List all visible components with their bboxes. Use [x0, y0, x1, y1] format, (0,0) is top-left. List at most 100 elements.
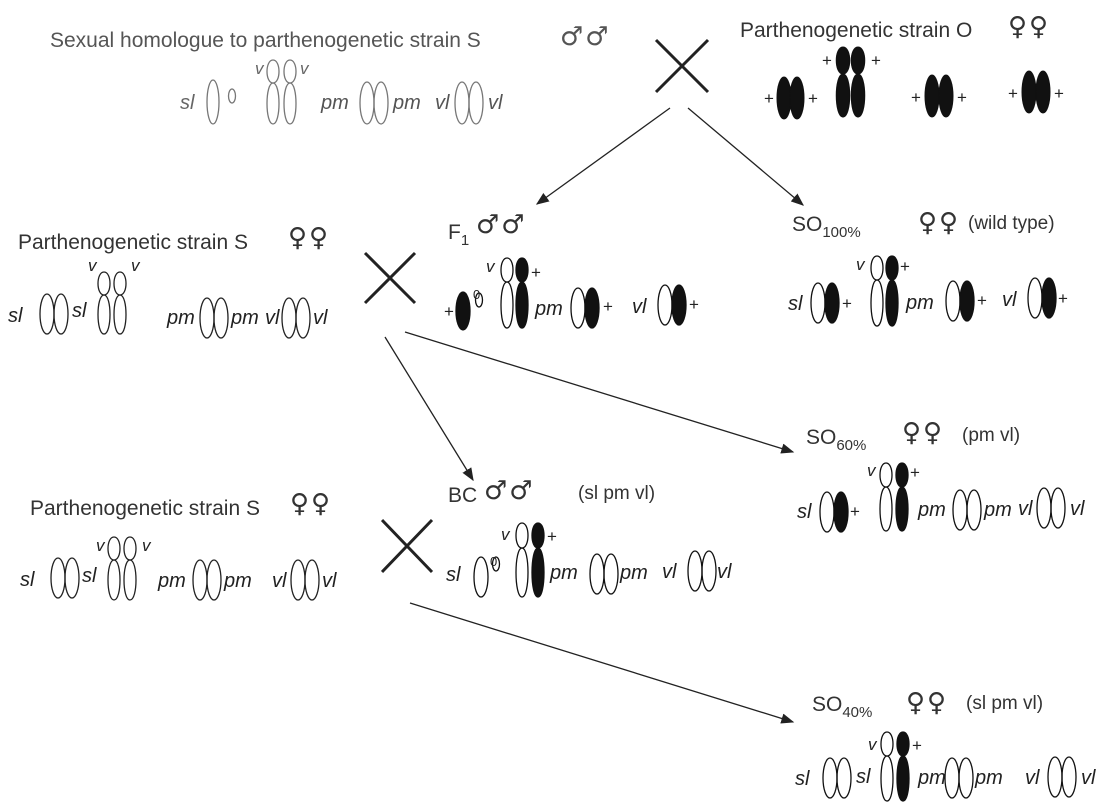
plus-so100-3: + — [977, 291, 987, 310]
so60-subscript: 60% — [836, 437, 867, 454]
chromosomes-so40 — [822, 731, 1077, 802]
chromosomes-so100 — [810, 255, 1057, 327]
female-symbols-so60: ♀♀ — [902, 418, 945, 448]
allele-pm-f1: pm — [535, 298, 563, 320]
so40-main: SO — [812, 693, 843, 716]
allele-pm-so40-left: pm — [918, 767, 946, 789]
allele-vl-bc-left: vl — [662, 561, 677, 583]
arrow-to-so40 — [409, 602, 795, 724]
allele-vl-so60-left: vl — [1018, 498, 1033, 520]
allele-pm-so100: pm — [906, 292, 934, 314]
allele-pm-so40-right: pm — [975, 767, 1003, 789]
allele-pm-s1-right: pm — [231, 307, 259, 329]
plus-o-2b: + — [871, 51, 881, 70]
strain-s-label-2: Parthenogenetic strain S — [30, 497, 260, 520]
so40-subscript: 40% — [842, 704, 873, 721]
plus-f1-4: + — [689, 295, 699, 314]
allele-vl-so40-left: vl — [1025, 767, 1040, 789]
plus-o-1a: + — [764, 89, 774, 108]
plus-so100-1: + — [842, 294, 852, 313]
allele-pm-so60-right: pm — [984, 499, 1012, 521]
chromosomes-strain-s-1 — [39, 271, 311, 339]
female-symbols-strain-o: ♀♀ — [1008, 12, 1051, 42]
plus-so100-4: + — [1058, 289, 1068, 308]
arrow-to-so60 — [404, 331, 795, 454]
chromosomes-strain-o — [776, 46, 1051, 120]
male-symbols-sexual: ♂♂ — [560, 22, 611, 52]
allele-pm-s2-right: pm — [224, 570, 252, 592]
allele-pm-so60-left: pm — [918, 499, 946, 521]
female-symbols-so100: ♀♀ — [918, 208, 961, 238]
plus-f1-3: + — [603, 297, 613, 316]
allele-vl-bc-right: vl — [717, 561, 732, 583]
allele-sl: sl — [180, 92, 195, 114]
allele-sl-s1-right: sl — [72, 300, 87, 322]
allele-pm-s1-left: pm — [167, 307, 195, 329]
chromosomes-f1 — [455, 257, 687, 331]
arrow-to-bc — [384, 336, 474, 482]
allele-v-s2-right: v — [142, 536, 151, 555]
allele-sl-so100: sl — [788, 293, 803, 315]
allele-vl-s2-left: vl — [272, 570, 287, 592]
allele-pm-s2-left: pm — [158, 570, 186, 592]
allele-sl-bc: sl — [446, 564, 461, 586]
allele-vl-s1-right: vl — [313, 307, 328, 329]
allele-v-so100: v — [856, 255, 865, 274]
allele-v-f1: v — [486, 257, 495, 276]
allele-v-so60: v — [867, 461, 876, 480]
bc-note: (sl pm vl) — [578, 483, 656, 504]
male-symbols-f1: ♂♂ — [476, 210, 527, 240]
plus-bc: + — [547, 527, 557, 546]
bc-label: BC — [448, 484, 478, 507]
allele-vl-f1: vl — [632, 296, 647, 318]
so100-label: SO100% — [792, 213, 861, 240]
allele-vl-so60-right: vl — [1070, 498, 1085, 520]
allele-pm-left: pm — [321, 92, 349, 114]
f1-label: F1 — [448, 221, 469, 248]
plus-so40: + — [912, 736, 922, 755]
strain-s-label-1: Parthenogenetic strain S — [18, 231, 248, 254]
arrow-to-f1 — [535, 107, 671, 205]
zero-bc: 0 — [490, 554, 498, 569]
f1-subscript: 1 — [460, 232, 470, 249]
plus-so60-2: + — [910, 463, 920, 482]
plus-o-1b: + — [808, 89, 818, 108]
plus-f1-1: + — [444, 302, 454, 321]
plus-o-3b: + — [957, 88, 967, 107]
f1-main: F — [448, 221, 461, 244]
allele-vl-so100: vl — [1002, 289, 1017, 311]
so60-main: SO — [806, 426, 837, 449]
plus-so60-1: + — [850, 502, 860, 521]
allele-v-bc: v — [501, 525, 510, 544]
plus-o-2a: + — [822, 51, 832, 70]
chromosomes-strain-s-2 — [50, 536, 320, 601]
allele-sl-s1-left: sl — [8, 305, 23, 327]
allele-v-right: v — [300, 59, 309, 78]
chromosomes-bc — [473, 522, 717, 598]
so60-note: (pm vl) — [962, 425, 1021, 446]
allele-vl-so40-right: vl — [1081, 767, 1096, 789]
plus-o-4a: + — [1008, 84, 1018, 103]
plus-so100-2: + — [900, 257, 910, 276]
so40-note: (sl pm vl) — [966, 693, 1044, 714]
allele-pm-bc-left: pm — [550, 562, 578, 584]
female-symbols-so40: ♀♀ — [906, 688, 949, 718]
cross-symbol-bottom — [380, 518, 434, 574]
strain-o-label: Parthenogenetic strain O — [740, 19, 973, 42]
plus-o-4b: + — [1054, 84, 1064, 103]
plus-f1-2: + — [531, 263, 541, 282]
allele-sl-s2-right: sl — [82, 565, 97, 587]
so100-main: SO — [792, 213, 823, 236]
allele-vl-right: vl — [488, 92, 503, 114]
allele-sl-so40-right: sl — [856, 766, 871, 788]
allele-sl-s2-left: sl — [20, 569, 35, 591]
arrow-to-so100 — [687, 107, 804, 206]
plus-o-3a: + — [911, 88, 921, 107]
allele-v-s1-left: v — [88, 256, 97, 275]
allele-v-s1-right: v — [131, 256, 140, 275]
allele-vl-left: vl — [435, 92, 450, 114]
cross-symbol-top — [654, 38, 710, 94]
chromosomes-so60 — [819, 462, 1066, 533]
